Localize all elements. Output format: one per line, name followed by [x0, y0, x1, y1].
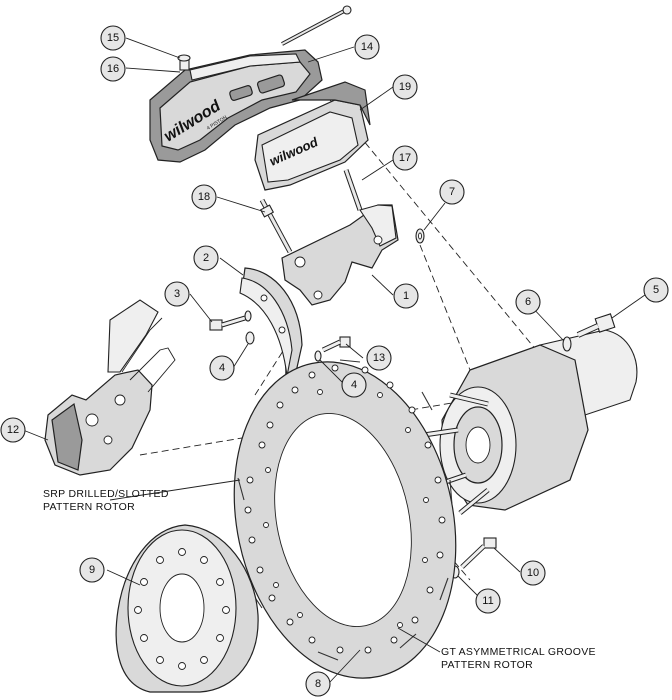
callout-3: 3: [164, 281, 190, 307]
callout-4-upper: 4: [209, 355, 235, 381]
svg-text:15: 15: [107, 32, 119, 44]
callout-7: 7: [439, 179, 465, 205]
svg-text:19: 19: [399, 81, 411, 93]
svg-text:3: 3: [174, 288, 180, 300]
hub-washer-6: [562, 336, 572, 352]
callout-11: 11: [475, 588, 501, 614]
svg-text:7: 7: [449, 186, 455, 198]
svg-text:5: 5: [653, 284, 659, 296]
callout-15: 15: [100, 25, 126, 51]
gt-rotor-label-line2: PATTERN ROTOR: [441, 659, 533, 671]
caliper-through-bolt: [281, 5, 352, 46]
rotor-ring: [233, 359, 457, 679]
bridge-bolts: [259, 169, 363, 254]
svg-text:8: 8: [315, 678, 321, 690]
callout-13: 13: [366, 345, 392, 371]
rotor-labels: SRP DRILLED/SLOTTED PATTERN ROTOR GT ASY…: [43, 488, 596, 671]
srp-rotor-label-line1: SRP DRILLED/SLOTTED: [43, 488, 169, 500]
washer-4-lower: [314, 350, 322, 362]
callout-5: 5: [643, 277, 669, 303]
callout-19: 19: [392, 74, 418, 100]
leader-lines: [22, 37, 653, 683]
brake-pads: wilwood: [254, 81, 371, 191]
svg-text:12: 12: [7, 424, 19, 436]
callout-17: 17: [392, 145, 418, 171]
washer-4-upper: [245, 331, 255, 345]
callout-9: 9: [79, 557, 105, 583]
callout-10: 10: [520, 560, 546, 586]
hub-bolt-5: [576, 313, 616, 338]
svg-text:9: 9: [89, 564, 95, 576]
svg-text:14: 14: [361, 41, 373, 53]
callout-12: 12: [0, 417, 26, 443]
svg-text:18: 18: [198, 191, 210, 203]
svg-text:2: 2: [203, 252, 209, 264]
rotor-hat: [115, 524, 259, 693]
washer-7: [415, 228, 425, 244]
rotor-hat-holes: [134, 548, 230, 670]
callout-2: 2: [193, 245, 219, 271]
svg-text:4: 4: [351, 379, 357, 391]
caliper-bracket: [281, 204, 399, 306]
svg-text:10: 10: [527, 567, 539, 579]
callout-1: 1: [393, 283, 419, 309]
callout-16: 16: [100, 56, 126, 82]
svg-text:17: 17: [399, 152, 411, 164]
svg-text:13: 13: [373, 352, 385, 364]
svg-text:6: 6: [525, 296, 531, 308]
axle-hub: [409, 329, 638, 515]
parking-brake-assembly: [44, 299, 176, 476]
rotor-drilled-holes: [244, 364, 446, 654]
svg-text:11: 11: [482, 595, 493, 607]
bolt-10: [460, 537, 497, 569]
shoe-mounting-bolt: [209, 310, 252, 331]
shoe-bolt-13: [321, 336, 351, 353]
callout-18: 18: [191, 184, 217, 210]
callout-8: 8: [305, 671, 331, 697]
callout-14: 14: [354, 34, 380, 60]
svg-text:4: 4: [219, 362, 225, 374]
svg-text:16: 16: [107, 63, 119, 75]
caliper: wilwood 4 PISTON: [149, 49, 323, 163]
gt-rotor-label-line1: GT ASYMMETRICAL GROOVE: [441, 646, 596, 658]
callout-4-lower: 4: [341, 372, 367, 398]
svg-text:1: 1: [403, 290, 409, 302]
srp-rotor-label-line2: PATTERN ROTOR: [43, 501, 135, 513]
callout-6: 6: [515, 289, 541, 315]
